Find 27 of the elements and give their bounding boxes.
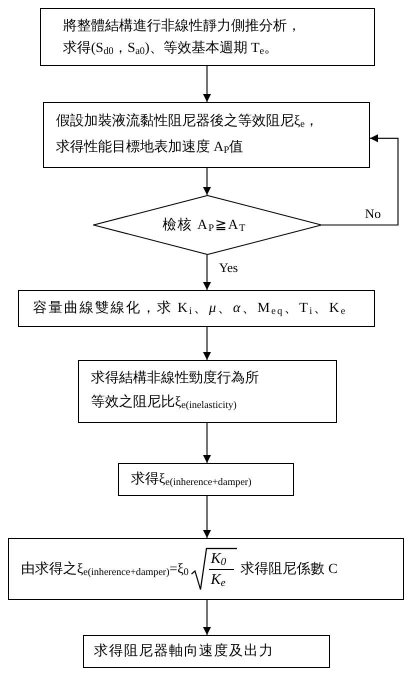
numerator: K$_{0}$	[210, 551, 226, 567]
formula-text: 由求得之ξ$_{e(inherence+damper)}$=ξ$_{0}$	[21, 560, 189, 578]
formula-text: 求得阻尼係數 C	[240, 560, 338, 578]
arrow	[203, 496, 211, 538]
step-text: 假設加裝液流黏性阻尼器後之等效阻尼ξ$_{e}$，求得性能目標地表加速度 A$_{P}$值	[56, 112, 320, 158]
arrow	[203, 168, 211, 195]
arrow	[203, 600, 211, 635]
arrow	[203, 255, 211, 290]
step-text: 求得結構非線性勁度行為所等效之阻尼比ξ$_{e(inelasticity)}$	[91, 369, 260, 414]
arrow	[203, 423, 211, 463]
denominator: K$_{e}$	[210, 572, 226, 588]
step-text: 求得ξ$_{e(inherence+damper)}$	[131, 470, 253, 490]
step-text: 將整體結構進行非線性靜力側推分析，求得(S$_{d0}$，S$_{a0}$)、等效基本週期 T$_{e}$。	[63, 18, 302, 60]
process-box	[83, 635, 330, 668]
decision-text: 檢核 A$_{P}$≧A$_{T}$	[162, 216, 246, 234]
process-box	[78, 360, 337, 423]
arrow	[203, 66, 211, 102]
arrow	[203, 327, 211, 360]
process-box	[8, 538, 404, 600]
process-box	[43, 102, 370, 168]
arrow	[322, 134, 399, 226]
decision-diamond	[93, 195, 322, 255]
process-box	[118, 463, 294, 496]
process-box	[40, 8, 375, 66]
step-text: 求得阻尼器軸向速度及出力	[94, 642, 275, 661]
step-text: 容量曲線雙線化，求 K$_{i}$、μ、α、M$_{eq}$、T$_{i}$、K$_{e}$	[33, 299, 348, 320]
process-box	[18, 290, 375, 327]
